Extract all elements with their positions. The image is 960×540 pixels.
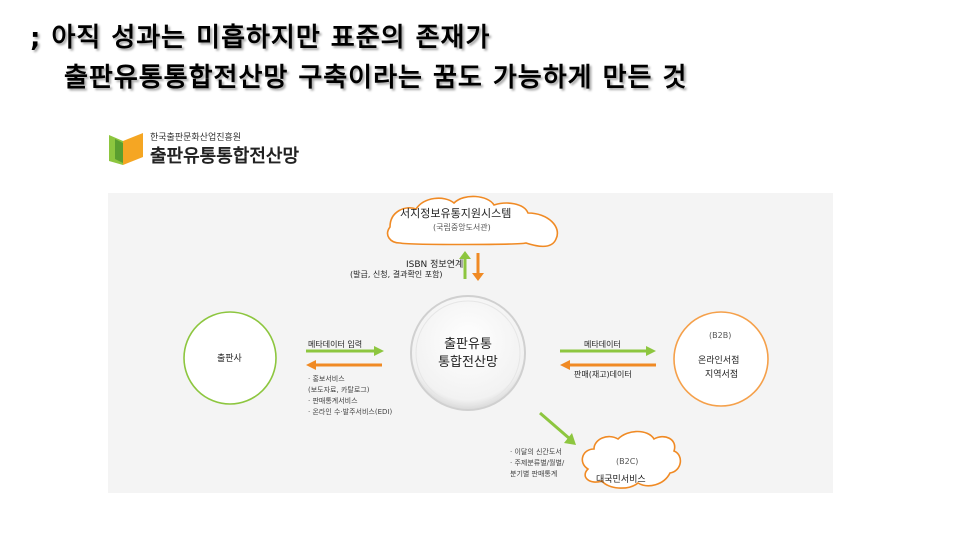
b2b-tag: (B2B) — [709, 331, 732, 340]
b2b-line-2: 지역서점 — [705, 370, 739, 380]
b2b-line-1: 온라인서점 — [698, 356, 740, 366]
publisher-service-item: · 온라인 수·발주서비스(EDI) — [308, 408, 393, 416]
metadata-input-arrow — [306, 346, 384, 356]
top-node-subtitle: (국립중앙도서관) — [433, 223, 491, 232]
metadata-input-label: 메타데이터 입력 — [308, 340, 363, 349]
b2c-tag: (B2C) — [616, 457, 639, 466]
b2b-node — [673, 311, 769, 407]
center-node-line-1: 출판유통 — [444, 337, 492, 352]
isbn-link-title: ISBN 정보연계 — [406, 260, 464, 270]
b2c-service-item: · 주제분류별/월별/ — [510, 459, 565, 467]
b2c-service-item: · 이달의 신간도서 — [510, 448, 562, 456]
heading-line-1: ; 아직 성과는 미흡하지만 표준의 존재가 — [30, 23, 491, 53]
top-cloud-node — [386, 195, 559, 248]
center-node-label: 출판유통 통합전산망 — [418, 336, 518, 372]
logo-title: 출판유통통합전산망 — [150, 146, 300, 167]
right-metadata-label: 메타데이터 — [584, 340, 621, 349]
isbn-link-subtitle: (발급, 신청, 결과확인 포함) — [350, 270, 443, 279]
publisher-node — [183, 311, 277, 405]
isbn-down-arrow — [472, 253, 484, 281]
publisher-service-item: · 홍보서비스 — [308, 375, 345, 383]
slide-heading: ; 아직 성과는 미흡하지만 표준의 존재가 출판유통통합전산망 구축이라는 꿈… — [30, 18, 687, 98]
publisher-node-label: 출판사 — [217, 354, 242, 364]
logo-subtitle: 한국출판문화산업진흥원 — [150, 133, 242, 143]
right-sales-arrow — [560, 360, 656, 370]
logo-book-icon — [109, 133, 143, 165]
publisher-service-item: · 판매통계서비스 — [308, 397, 358, 405]
publisher-service-item: (보도자료, 카탈로그) — [308, 386, 370, 394]
heading-line-2: 출판유통통합전산망 구축이라는 꿈도 가능하게 만든 것 — [64, 63, 688, 93]
publisher-return-arrow — [306, 360, 382, 370]
right-metadata-arrow — [560, 346, 656, 356]
b2c-arrow — [539, 411, 576, 445]
b2c-label: 대국민서비스 — [596, 475, 646, 485]
center-node — [410, 295, 526, 411]
b2c-cloud-node — [581, 430, 682, 489]
top-node-title: 서지정보유통지원시스템 — [400, 207, 512, 220]
center-node-line-2: 통합전산망 — [438, 355, 498, 370]
distribution-diagram: 서지정보유통지원시스템 (국립중앙도서관) ISBN 정보연계 (발급, 신청,… — [108, 193, 833, 493]
isbn-up-arrow — [459, 251, 471, 279]
b2c-service-item: 분기별 판매통계 — [510, 470, 558, 478]
diagram-graphics — [183, 195, 769, 489]
right-sales-label: 판매(재고)데이터 — [574, 370, 632, 379]
